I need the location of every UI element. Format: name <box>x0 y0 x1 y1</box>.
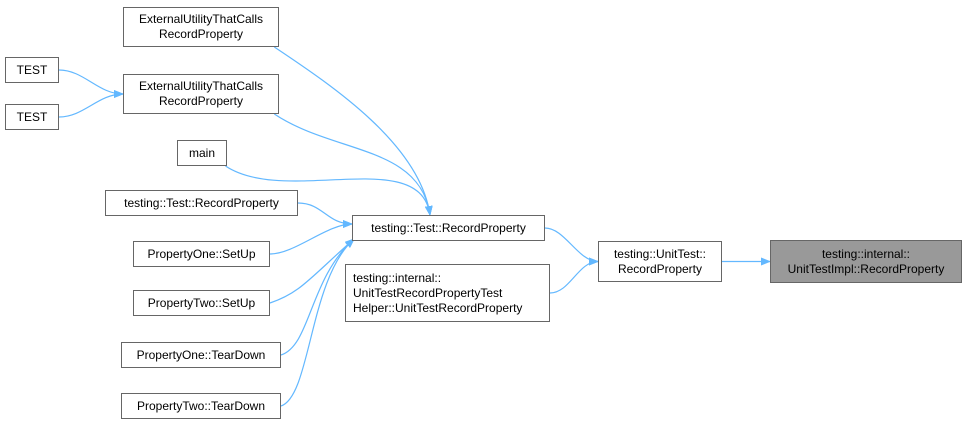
node-label-line: TEST <box>16 109 48 124</box>
node-label-line: RecordProperty <box>158 27 244 41</box>
edge-test1-to-ext2 <box>58 69 124 98</box>
edge-main-to-test_rp <box>225 165 433 216</box>
node-label-line: main <box>188 145 215 160</box>
edge-prop_one_teardown-to-test_rp <box>280 238 355 356</box>
node-label-line: testing::internal:: <box>353 270 442 285</box>
edge-test2-to-ext2 <box>58 90 124 118</box>
edge-ext1-to-test_rp <box>273 46 433 216</box>
node-unittestimpl-record-property: testing::internal:: UnitTestImpl::Record… <box>770 240 962 283</box>
node-label-line: ExternalUtilityThatCalls <box>138 79 264 93</box>
edge-prop_two_setup-to-test_rp <box>269 238 355 304</box>
node-label-line: UnitTestRecordPropertyTest <box>353 285 503 300</box>
node-label-line: UnitTestImpl::RecordProperty <box>787 261 945 276</box>
edge-prop_one_setup-to-test_rp <box>269 220 353 255</box>
node-label-line: testing::Test::RecordProperty <box>371 220 526 235</box>
node-label-line: testing::internal:: <box>821 246 911 261</box>
node-label-line: Helper::UnitTestRecordProperty <box>353 300 523 315</box>
node-property-two-teardown[interactable]: PropertyTwo::TearDown <box>121 393 281 419</box>
node-unittest-record-property[interactable]: testing::UnitTest:: RecordProperty <box>598 241 722 282</box>
node-label-line: PropertyOne::TearDown <box>136 347 266 362</box>
edge-helper-to-unittest_rp <box>549 257 599 294</box>
node-test-record-property[interactable]: testing::Test::RecordProperty <box>352 215 545 241</box>
edge-test_rp_caller-to-test_rp <box>297 202 353 228</box>
node-property-two-setup[interactable]: PropertyTwo::SetUp <box>133 290 270 316</box>
node-label-line: RecordProperty <box>617 261 703 276</box>
node-unit-test-record-property-test-helper[interactable]: testing::internal:: UnitTestRecordProper… <box>345 264 550 322</box>
edge-prop_two_teardown-to-test_rp <box>280 238 355 407</box>
node-external-utility-2[interactable]: ExternalUtilityThatCalls RecordProperty <box>123 74 279 114</box>
node-label-line: testing::Test::RecordProperty <box>124 195 279 210</box>
node-label-line: PropertyTwo::TearDown <box>136 398 266 413</box>
node-label-line: PropertyTwo::SetUp <box>147 295 256 310</box>
node-property-one-setup[interactable]: PropertyOne::SetUp <box>133 241 270 267</box>
edge-ext2-to-test_rp <box>273 113 433 216</box>
node-external-utility-1[interactable]: ExternalUtilityThatCalls RecordProperty <box>123 7 279 47</box>
edge-test_rp-to-unittest_rp <box>544 227 599 266</box>
node-label-line: ExternalUtilityThatCalls <box>138 12 264 26</box>
node-label-line: TEST <box>16 62 48 77</box>
node-label-line: testing::UnitTest:: <box>613 246 707 261</box>
node-test-2[interactable]: TEST <box>5 104 59 130</box>
node-label-line: PropertyOne::SetUp <box>147 246 256 261</box>
node-main[interactable]: main <box>177 140 227 166</box>
node-test-1[interactable]: TEST <box>5 57 59 83</box>
node-test-record-property-caller[interactable]: testing::Test::RecordProperty <box>105 190 298 216</box>
node-label-line: RecordProperty <box>158 94 244 108</box>
node-property-one-teardown[interactable]: PropertyOne::TearDown <box>121 342 281 368</box>
